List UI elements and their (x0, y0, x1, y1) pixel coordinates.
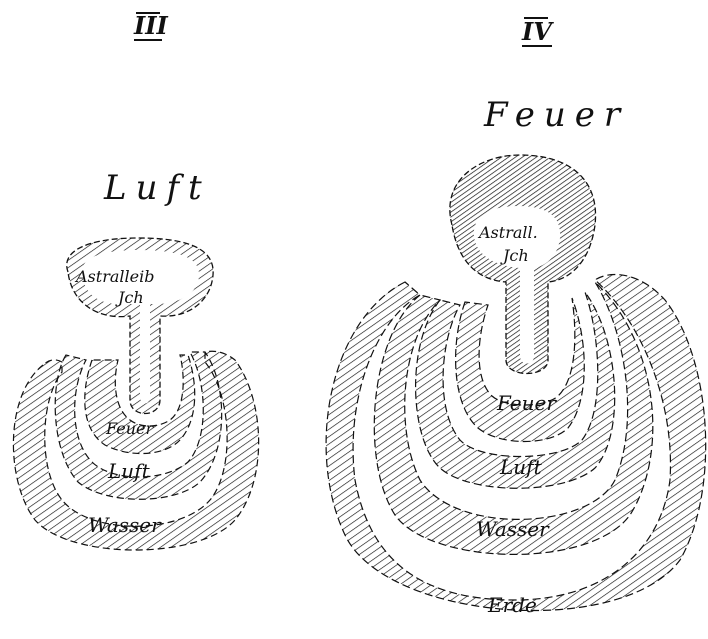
figure-iv-core-label-2: Jch (500, 246, 529, 265)
figure-iv-layer-erde: Erde (487, 593, 537, 617)
figure-iii-layer-wasser: Wasser (88, 513, 162, 537)
figure-iv-numeral: IV (521, 17, 554, 46)
figure-iii-core-label-1: Astralleib (74, 267, 154, 286)
figure-iv-layer-feuer: Feuer (496, 391, 557, 415)
figure-iii-layer-luft: Luft (107, 459, 151, 483)
figure-iv-layer-wasser: Wasser (476, 517, 550, 541)
figure-iii: III Luft Astralleib Jch Feuer Luft Wasse… (13, 11, 258, 550)
figure-iii-layer-feuer: Feuer (105, 419, 154, 438)
figure-iv: IV Feuer Astrall. Jch Feuer Luft Wasser … (326, 17, 706, 617)
figure-iii-numeral: III (133, 11, 168, 40)
figure-iii-core-label-2: Jch (115, 288, 144, 307)
figure-iv-layer-luft: Luft (499, 455, 543, 479)
figure-iv-element-label: Feuer (483, 95, 629, 135)
figure-iv-core-label-1: Astrall. (477, 223, 538, 242)
figure-iii-element-label: Luft (103, 168, 211, 208)
